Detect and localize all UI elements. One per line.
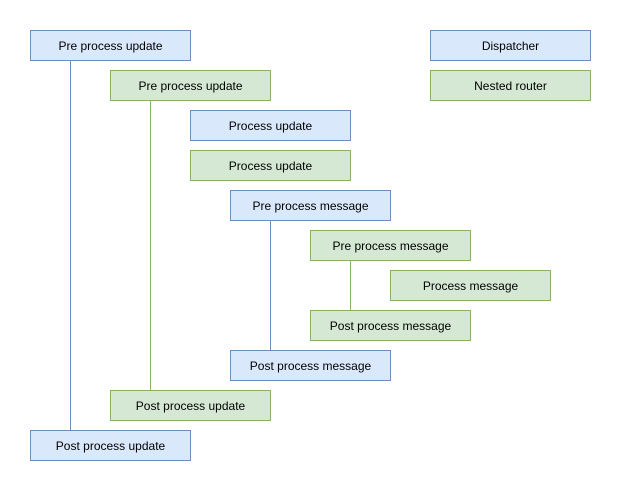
router-process-message: Process message [390, 270, 551, 301]
dispatcher-pre-process-update: Pre process update [30, 30, 191, 61]
router-post-process-message: Post process message [310, 310, 471, 341]
dispatcher-post-process-message: Post process message [230, 350, 391, 381]
dispatcher-pre-process-message: Pre process message [230, 190, 391, 221]
legend-nested-router: Nested router [430, 70, 591, 101]
router-process-update: Process update [190, 150, 351, 181]
dispatcher-process-update: Process update [190, 110, 351, 141]
router-pre-process-message: Pre process message [310, 230, 471, 261]
router-post-process-update: Post process update [110, 390, 271, 421]
legend-dispatcher: Dispatcher [430, 30, 591, 61]
router-pre-process-update: Pre process update [110, 70, 271, 101]
dispatcher-post-process-update: Post process update [30, 430, 191, 461]
